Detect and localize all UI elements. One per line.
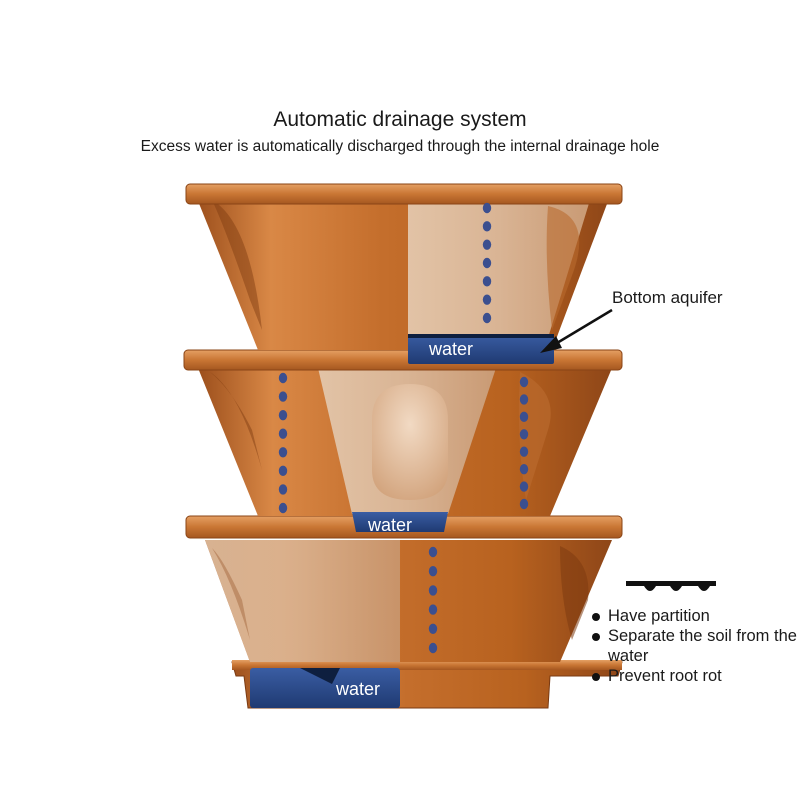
feature-label: Prevent root rot: [608, 667, 722, 685]
feature-label: Separate the soil from the water: [608, 627, 797, 665]
callout-arrow: [540, 308, 613, 353]
drip-dot: [278, 447, 288, 458]
bullet-dot-icon: [592, 613, 600, 621]
drip-dot: [278, 484, 288, 495]
partition-profile-icon: [626, 581, 716, 591]
bullet-dot-icon: [592, 673, 600, 681]
page-subtitle: Excess water is automatically discharged…: [140, 138, 660, 155]
drip-dot: [519, 446, 529, 457]
bullet-dot-icon: [592, 633, 600, 641]
drip-dot: [482, 221, 492, 232]
feature-item: Have partition: [592, 606, 800, 626]
drip-dot: [428, 546, 438, 558]
drip-dot: [482, 202, 492, 214]
feature-label: Have partition: [608, 607, 710, 625]
page-title: Automatic drainage system: [273, 108, 527, 131]
reservoir-middle: [352, 512, 448, 532]
drip-dot: [428, 585, 438, 596]
drip-dot: [519, 429, 529, 440]
drip-dot: [278, 428, 288, 439]
reservoir-label-bottom: water: [335, 679, 380, 699]
drip-dot: [482, 276, 492, 287]
reservoir-top: [408, 334, 554, 364]
drip-dot: [519, 376, 529, 388]
callout-bottom-aquifer: Bottom aquifer: [612, 288, 723, 307]
tier-middle: water: [183, 349, 623, 535]
drainage-drip-lines: [278, 202, 529, 654]
tier-bottom: water: [185, 515, 623, 709]
drip-dot: [278, 502, 288, 514]
reservoir-label-middle: water: [367, 515, 412, 535]
feature-list: Have partition Separate the soil from th…: [592, 606, 800, 686]
drip-dot: [428, 642, 438, 654]
reservoir-label-top: water: [428, 339, 473, 359]
feature-item: Prevent root rot: [592, 666, 800, 686]
drip-dot: [482, 239, 492, 250]
drip-dot: [428, 604, 438, 615]
drip-dot: [482, 312, 492, 324]
drip-dot: [278, 391, 288, 402]
drip-dot: [428, 623, 438, 634]
reservoir-bottom: [250, 668, 400, 708]
drip-dot: [519, 498, 529, 510]
drip-dot: [482, 294, 492, 305]
drip-dot: [428, 566, 438, 577]
drip-dot: [482, 257, 492, 269]
drip-dot: [519, 481, 529, 492]
drip-dot: [278, 372, 288, 384]
tier-top: water: [185, 183, 623, 364]
drip-dot: [278, 409, 288, 421]
feature-item: Separate the soil from the water: [592, 626, 800, 666]
drip-dot: [278, 465, 288, 477]
drip-dot: [519, 394, 529, 405]
drip-dot: [519, 411, 529, 423]
drip-dot: [519, 463, 529, 475]
